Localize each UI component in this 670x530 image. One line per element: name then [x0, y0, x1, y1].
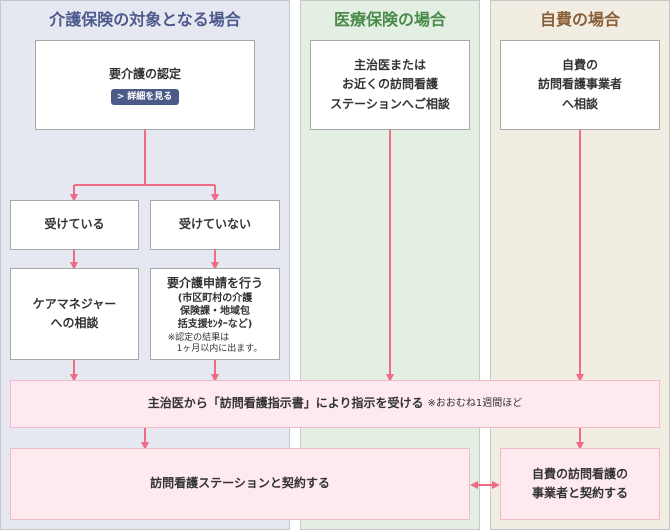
self-contract-label: 自費の訪問看護の 事業者と契約する: [531, 466, 628, 500]
apply-care-box: 要介護申請を行う (市区町村の介護 保険課・地域包 括支援ｾﾝﾀｰなど) ※認定…: [150, 268, 280, 360]
receiving-label: 受けている: [44, 217, 105, 232]
apply-title: 要介護申請を行う: [166, 276, 263, 290]
instruction-box: 主治医から「訪問看護指示書」により指示を受ける ※おおむね1週間ほど: [10, 380, 660, 428]
station-contract-label: 訪問看護ステーションと契約する: [150, 476, 330, 491]
detail-button-label: 詳細を見る: [127, 91, 173, 102]
self-consult-label: 自費の 訪問看護事業者 へ相談: [537, 58, 622, 111]
self-contract-box: 自費の訪問看護の 事業者と契約する: [500, 448, 660, 520]
column-title-medical: 医療保険の場合: [333, 10, 446, 29]
column-title-self: 自費の場合: [539, 10, 620, 29]
care-certification-label: 要介護の認定: [108, 67, 181, 82]
apply-subtext: (市区町村の介護 保険課・地域包 括支援ｾﾝﾀｰなど): [177, 292, 253, 330]
medical-consult-label: 主治医または お近くの訪問看護 ステーションへご相談: [330, 58, 450, 111]
station-contract-box: 訪問看護ステーションと契約する: [10, 448, 470, 520]
self-consult-box: 自費の 訪問看護事業者 へ相談: [500, 40, 660, 130]
instruction-label: 主治医から「訪問看護指示書」により指示を受ける: [147, 396, 424, 411]
instruction-note: ※おおむね1週間ほど: [427, 398, 523, 409]
medical-consult-box: 主治医または お近くの訪問看護 ステーションへご相談: [310, 40, 470, 130]
care-certification-box: 要介護の認定 > 詳細を見る: [35, 40, 255, 130]
receiving-box: 受けている: [10, 200, 139, 250]
not-receiving-box: 受けていない: [150, 200, 280, 250]
care-manager-box: ケアマネジャー への相談: [10, 268, 139, 360]
column-title-care: 介護保険の対象となる場合: [49, 10, 241, 29]
detail-button[interactable]: > 詳細を見る: [110, 88, 180, 105]
chevron-right-icon: >: [116, 91, 125, 102]
care-manager-label: ケアマネジャー への相談: [32, 296, 117, 330]
not-receiving-label: 受けていない: [178, 217, 251, 232]
apply-note: ※認定の結果は 1ヶ月以内に出ます。: [167, 332, 263, 355]
